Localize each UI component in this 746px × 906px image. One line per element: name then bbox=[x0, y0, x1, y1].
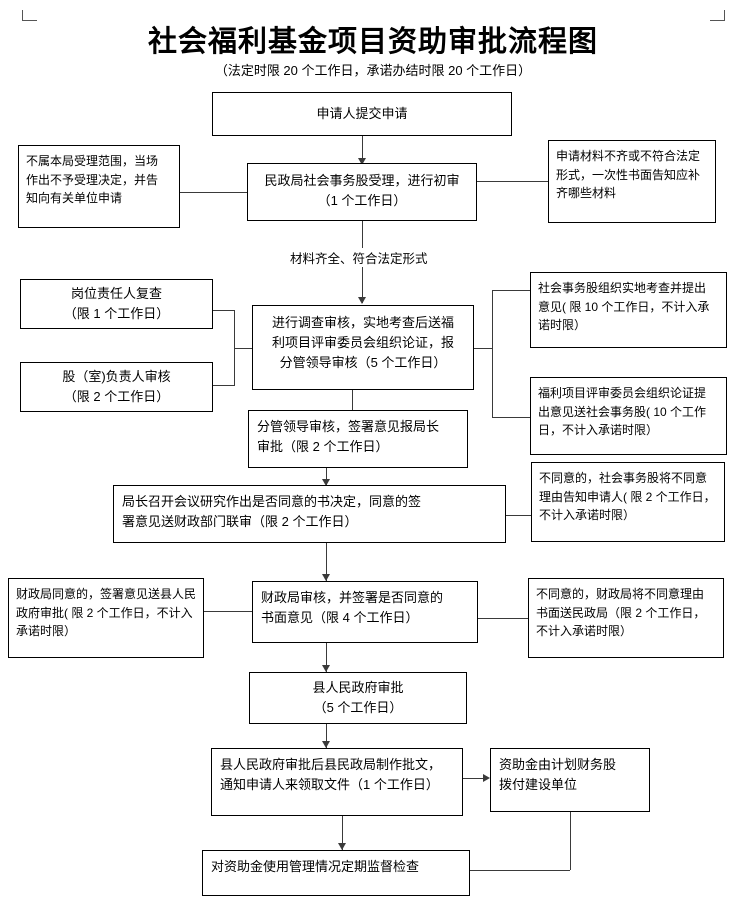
connector-recheck-stub bbox=[213, 310, 234, 311]
node-civil-affairs-accept-label: 民政局社会事务股受理，进行初审 （1 个工作日） bbox=[264, 173, 460, 209]
node-fund-disbursement: 资助金由计划财务股 拨付建设单位 bbox=[490, 748, 650, 812]
node-disagree-notify-applicant: 不同意的，社会事务股将不同意 理由告知申请人( 限 2 个工作日， 不计入承诺时… bbox=[531, 462, 725, 542]
connector-left-bracket-to-investigation bbox=[234, 348, 252, 349]
node-finance-disagree-label: 不同意的，财政局将不同意理由 书面送民政局（限 2 个工作日， 不计入承诺时限） bbox=[536, 587, 706, 639]
node-disagree-notify-applicant-label: 不同意的，社会事务股将不同意 理由告知申请人( 限 2 个工作日， 不计入承诺时… bbox=[539, 471, 716, 523]
arrowhead-accept-to-investigation bbox=[358, 297, 366, 304]
node-finance-agree-label: 财政局同意的，签署意见送县人民 政府审批( 限 2 个工作日，不计入 承诺时限） bbox=[16, 587, 197, 639]
node-out-of-scope: 不属本局受理范围，当场 作出不予受理决定，并告 知向有关单位申请 bbox=[18, 145, 180, 228]
node-out-of-scope-label: 不属本局受理范围，当场 作出不予受理决定，并告 知向有关单位申请 bbox=[26, 154, 159, 206]
arrowhead-document-to-supervision bbox=[338, 843, 346, 850]
connector-disbursement-down bbox=[570, 812, 571, 870]
node-applicant-submit-label: 申请人提交申请 bbox=[316, 105, 408, 121]
node-deputy-leader-review-label: 分管领导审核，签署意见报局长 审批（限 2 个工作日） bbox=[257, 419, 440, 455]
node-director-meeting: 局长召开会议研究作出是否同意的书决定，同意的签 署意见送财政部门联审（限 2 个… bbox=[113, 485, 506, 543]
node-make-document-label: 县人民政府审批后县民政局制作批文， 通知申请人来领取文件（1 个工作日） bbox=[220, 757, 442, 793]
node-social-affairs-onsite-label: 社会事务股组织实地考查并提出 意见( 限 10 个工作日，不计入承 诺时限） bbox=[538, 281, 710, 333]
node-finance-review-label: 财政局审核，并签署是否同意的 书面意见（限 4 个工作日） bbox=[261, 590, 444, 626]
node-investigation-review: 进行调查审核，实地考查后送福 利项目评审委员会组织论证，报 分管领导审核（5 个… bbox=[252, 305, 474, 390]
node-post-holder-recheck-label: 岗位责任人复查 （限 1 个工作日） bbox=[63, 285, 170, 321]
node-applicant-submit: 申请人提交申请 bbox=[212, 92, 512, 136]
arrowhead-county-to-document bbox=[322, 741, 330, 748]
connector-director-to-finance bbox=[326, 543, 327, 581]
edge-label-materials-complete: 材料齐全、符合法定形式 bbox=[288, 248, 430, 267]
node-make-document: 县人民政府审批后县民政局制作批文， 通知申请人来领取文件（1 个工作日） bbox=[211, 748, 463, 816]
node-welfare-committee-opinion: 福利项目评审委员会组织论证提 出意见送社会事务股( 10 个工作 日，不计入承诺… bbox=[530, 377, 727, 455]
node-county-gov-approval: 县人民政府审批 （5 个工作日） bbox=[249, 672, 467, 724]
crop-mark-top-left bbox=[22, 10, 37, 21]
node-supervision-check: 对资助金使用管理情况定期监督检查 bbox=[202, 850, 470, 896]
node-section-head-review-label: 股（室)负责人审核 （限 2 个工作日） bbox=[62, 368, 171, 404]
node-social-affairs-onsite: 社会事务股组织实地考查并提出 意见( 限 10 个工作日，不计入承 诺时限） bbox=[530, 272, 727, 348]
connector-investigation-to-right-bracket bbox=[474, 348, 492, 349]
node-supervision-check-label: 对资助金使用管理情况定期监督检查 bbox=[211, 859, 420, 874]
arrowhead-submit-to-accept bbox=[358, 158, 366, 165]
connector-disbursement-to-supervision bbox=[470, 870, 570, 871]
node-finance-disagree: 不同意的，财政局将不同意理由 书面送民政局（限 2 个工作日， 不计入承诺时限） bbox=[528, 578, 724, 658]
connector-accept-to-materials-incomplete bbox=[477, 181, 548, 182]
page-subtitle: （法定时限 20 个工作日，承诺办结时限 20 个工作日） bbox=[214, 63, 532, 78]
node-fund-disbursement-label: 资助金由计划财务股 拨付建设单位 bbox=[499, 757, 617, 793]
node-director-meeting-label: 局长召开会议研究作出是否同意的书决定，同意的签 署意见送财政部门联审（限 2 个… bbox=[122, 494, 422, 530]
node-welfare-committee-opinion-label: 福利项目评审委员会组织论证提 出意见送社会事务股( 10 个工作 日，不计入承诺… bbox=[538, 386, 707, 438]
connector-investigation-to-deputy bbox=[352, 390, 353, 410]
crop-mark-top-right bbox=[710, 10, 725, 21]
connector-director-to-disagree bbox=[506, 515, 531, 516]
node-deputy-leader-review: 分管领导审核，签署意见报局长 审批（限 2 个工作日） bbox=[248, 410, 468, 468]
connector-sectionhead-stub bbox=[213, 385, 234, 386]
connector-submit-to-accept bbox=[362, 136, 363, 163]
arrowhead-document-to-disbursement bbox=[483, 774, 490, 782]
connector-document-to-supervision bbox=[342, 816, 343, 850]
connector-finance-to-county bbox=[326, 643, 327, 672]
node-finance-agree: 财政局同意的，签署意见送县人民 政府审批( 限 2 个工作日，不计入 承诺时限） bbox=[8, 578, 204, 658]
page-title: 社会福利基金项目资助审批流程图 bbox=[147, 24, 598, 58]
arrowhead-deputy-to-director bbox=[322, 479, 330, 486]
connector-document-to-disbursement bbox=[463, 778, 483, 779]
node-materials-incomplete-label: 申请材料不齐或不符合法定 形式，一次性书面告知应补 齐哪些材料 bbox=[556, 149, 701, 201]
connector-finance-review-to-agree bbox=[204, 611, 252, 612]
connector-deputy-to-director bbox=[326, 468, 327, 485]
connector-finance-review-to-disagree bbox=[478, 618, 528, 619]
node-county-gov-approval-label: 县人民政府审批 （5 个工作日） bbox=[312, 679, 404, 715]
connector-county-to-document bbox=[326, 724, 327, 748]
connector-right-bracket-to-onsite bbox=[492, 290, 530, 291]
node-civil-affairs-accept: 民政局社会事务股受理，进行初审 （1 个工作日） bbox=[247, 163, 477, 221]
node-materials-incomplete: 申请材料不齐或不符合法定 形式，一次性书面告知应补 齐哪些材料 bbox=[548, 140, 716, 223]
node-post-holder-recheck: 岗位责任人复查 （限 1 个工作日） bbox=[20, 279, 213, 329]
connector-accept-to-out-of-scope bbox=[180, 192, 247, 193]
node-investigation-review-label: 进行调查审核，实地考查后送福 利项目评审委员会组织论证，报 分管领导审核（5 个… bbox=[271, 315, 454, 371]
connector-right-bracket-to-committee bbox=[492, 417, 530, 418]
arrowhead-finance-to-county bbox=[322, 665, 330, 672]
arrowhead-director-to-finance bbox=[322, 574, 330, 581]
connector-right-bracket-spine bbox=[492, 290, 493, 417]
node-finance-review: 财政局审核，并签署是否同意的 书面意见（限 4 个工作日） bbox=[252, 581, 478, 643]
node-section-head-review: 股（室)负责人审核 （限 2 个工作日） bbox=[20, 362, 213, 412]
